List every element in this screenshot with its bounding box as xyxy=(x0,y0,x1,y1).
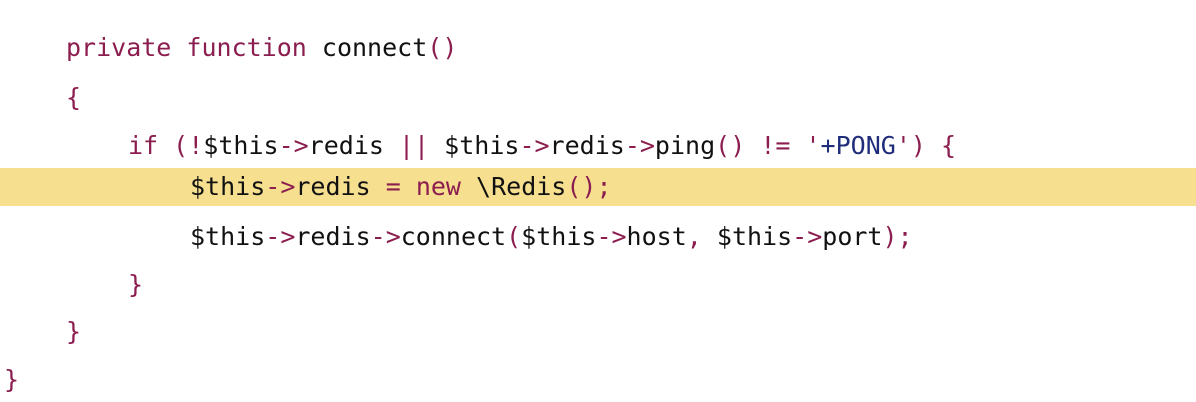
code-line-5: $this->redis->connect($this->host, $this… xyxy=(0,218,1196,256)
arrow-operator: -> xyxy=(519,131,550,160)
not-equal-operator: != xyxy=(760,131,791,160)
line-3-content: if (!$this->redis || $this->redis->ping(… xyxy=(128,127,956,165)
variable-this: $this xyxy=(716,222,793,251)
code-line-4-highlighted: $this->redis = new \Redis(); xyxy=(0,168,1196,206)
line-1-content: private function connect() xyxy=(66,29,457,67)
close-brace: } xyxy=(66,317,82,346)
property-redis: redis xyxy=(295,222,371,251)
keyword-if: if xyxy=(128,131,159,160)
variable-this: $this xyxy=(444,131,520,160)
method-connect: connect xyxy=(400,222,507,251)
keyword-private: private xyxy=(66,33,172,62)
call-parens: () xyxy=(715,131,746,160)
or-operator: || xyxy=(399,131,430,160)
arrow-operator: -> xyxy=(624,131,655,160)
arrow-operator: -> xyxy=(370,222,401,251)
property-redis: redis xyxy=(549,131,625,160)
code-line-6: } xyxy=(0,266,1196,304)
close-paren: ) xyxy=(910,131,926,160)
line-2-content: { xyxy=(66,79,81,117)
variable-this: $this xyxy=(190,172,266,201)
line-7-content: } xyxy=(66,313,81,351)
open-paren: ( xyxy=(173,131,189,160)
paren-pair: () xyxy=(427,33,458,62)
code-line-7: } xyxy=(0,313,1196,351)
code-line-2: { xyxy=(0,79,1196,117)
arrow-operator: -> xyxy=(596,222,627,251)
quote-close: ' xyxy=(895,131,911,160)
close-brace: } xyxy=(4,365,20,394)
close-brace: } xyxy=(128,270,144,299)
open-brace: { xyxy=(941,131,957,160)
function-name: connect xyxy=(321,33,428,62)
variable-this: $this xyxy=(190,222,266,251)
quote-open: ' xyxy=(805,131,821,160)
assign-operator: = xyxy=(385,172,401,201)
method-ping: ping xyxy=(654,131,716,160)
variable-this: $this xyxy=(203,131,279,160)
variable-this: $this xyxy=(521,222,597,251)
property-redis: redis xyxy=(308,131,384,160)
arrow-operator: -> xyxy=(278,131,309,160)
line-5-content: $this->redis->connect($this->host, $this… xyxy=(190,218,913,256)
line-8-content: } xyxy=(4,361,19,399)
property-redis: redis xyxy=(295,172,371,201)
close-paren-semicolon: ); xyxy=(882,222,913,251)
arrow-operator: -> xyxy=(792,222,823,251)
code-line-1: private function connect() xyxy=(0,29,1196,67)
property-host: host xyxy=(626,222,687,251)
string-literal: +PONG xyxy=(820,131,896,160)
keyword-new: new xyxy=(415,172,461,201)
keyword-function: function xyxy=(186,33,307,62)
code-line-8: } xyxy=(0,361,1196,399)
open-brace: { xyxy=(66,83,82,112)
code-line-3: if (!$this->redis || $this->redis->ping(… xyxy=(0,127,1196,165)
class-redis: \Redis xyxy=(476,172,567,201)
line-6-content: } xyxy=(128,266,143,304)
arrow-operator: -> xyxy=(265,172,296,201)
open-paren: ( xyxy=(506,222,522,251)
not-operator: ! xyxy=(188,131,204,160)
arrow-operator: -> xyxy=(265,222,296,251)
property-port: port xyxy=(822,222,883,251)
call-parens-semicolon: (); xyxy=(566,172,612,201)
line-4-content: $this->redis = new \Redis(); xyxy=(190,168,612,206)
comma: , xyxy=(686,222,702,251)
